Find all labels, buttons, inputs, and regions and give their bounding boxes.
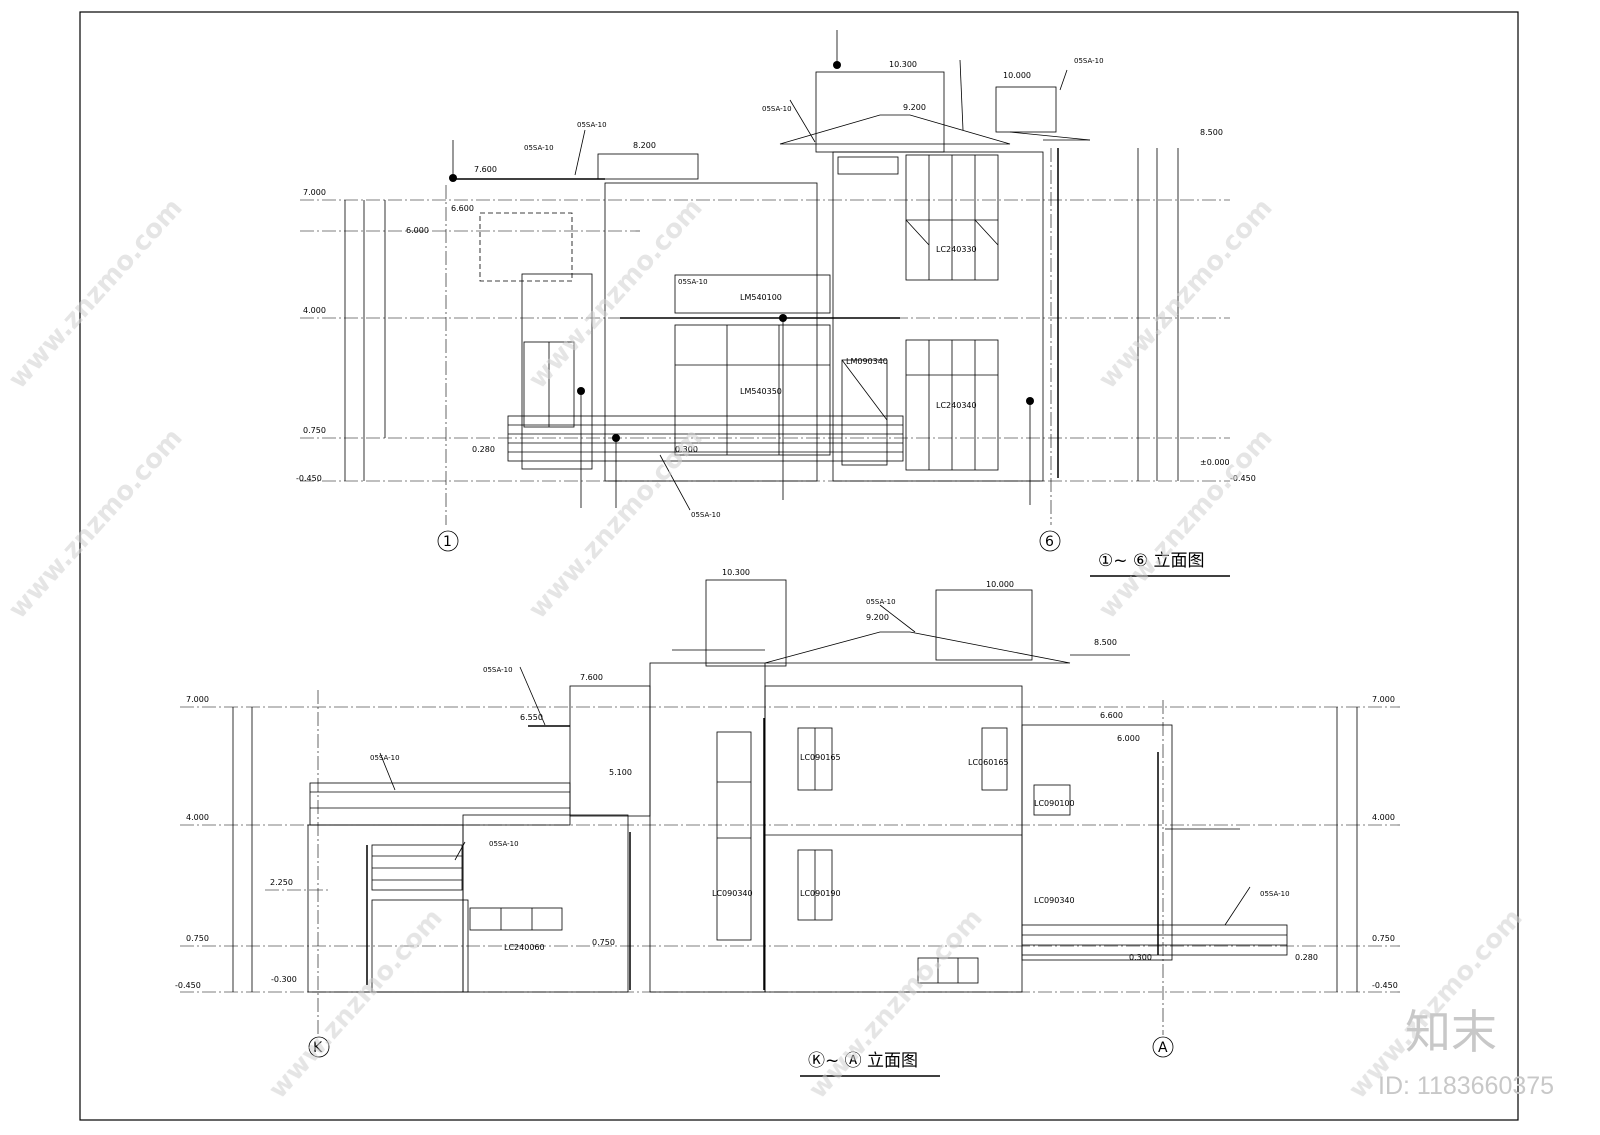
sheet-border <box>79 11 1519 1121</box>
svg-text:10.300: 10.300 <box>722 568 750 577</box>
svg-text:05SA-10: 05SA-10 <box>370 754 400 762</box>
top-elevation-labels: 7.000 6.000 4.000 0.750 -0.450 7.600 8.2… <box>296 57 1256 571</box>
svg-text:6.550: 6.550 <box>520 713 543 722</box>
svg-text:LC060165: LC060165 <box>968 758 1009 767</box>
svg-text:7.600: 7.600 <box>580 673 603 682</box>
svg-text:05SA-10: 05SA-10 <box>1260 890 1290 898</box>
svg-text:-0.450: -0.450 <box>1230 474 1256 483</box>
brand-watermark: 知末 <box>1405 1005 1497 1059</box>
svg-text:www.znzmo.com: www.znzmo.com <box>1093 423 1279 625</box>
svg-text:A: A <box>1158 1040 1168 1056</box>
svg-text:6.600: 6.600 <box>1100 711 1123 720</box>
svg-text:7.000: 7.000 <box>1372 695 1395 704</box>
bottom-elevation <box>180 579 1400 1077</box>
svg-text:www.znzmo.com: www.znzmo.com <box>803 903 989 1105</box>
bottom-elevation-labels: 7.000 4.000 2.250 0.750 -0.450 -0.300 7.… <box>175 568 1398 1071</box>
svg-text:8.200: 8.200 <box>633 141 656 150</box>
svg-text:0.300: 0.300 <box>675 445 698 454</box>
svg-text:-0.450: -0.450 <box>1372 981 1398 990</box>
svg-text:05SA-10: 05SA-10 <box>678 278 708 286</box>
top-elevation <box>300 30 1230 577</box>
svg-text:LC240340: LC240340 <box>936 401 977 410</box>
svg-text:05SA-10: 05SA-10 <box>866 598 896 606</box>
svg-text:LC090165: LC090165 <box>800 753 841 762</box>
svg-text:0.300: 0.300 <box>1129 953 1152 962</box>
svg-text:LM540350: LM540350 <box>740 387 782 396</box>
svg-text:www.znzmo.com: www.znzmo.com <box>263 903 449 1105</box>
top-elevation-title: ①~ ⑥ 立面图 <box>1098 551 1205 571</box>
svg-text:05SA-10: 05SA-10 <box>762 105 792 113</box>
svg-text:LC240330: LC240330 <box>936 245 977 254</box>
svg-text:6.000: 6.000 <box>406 226 429 235</box>
svg-text:LC090340: LC090340 <box>712 889 753 898</box>
svg-text:0.750: 0.750 <box>592 938 615 947</box>
svg-text:10.000: 10.000 <box>986 580 1014 589</box>
svg-text:LM540100: LM540100 <box>740 293 782 302</box>
svg-text:±0.000: ±0.000 <box>1200 458 1230 467</box>
svg-text:6.000: 6.000 <box>1117 734 1140 743</box>
image-id-watermark: ID: 1183660375 <box>1378 1072 1554 1100</box>
svg-text:LC240060: LC240060 <box>504 943 545 952</box>
svg-text:05SA-10: 05SA-10 <box>577 121 607 129</box>
svg-text:-0.300: -0.300 <box>271 975 297 984</box>
svg-text:9.200: 9.200 <box>866 613 889 622</box>
svg-text:5.100: 5.100 <box>609 768 632 777</box>
svg-text:4.000: 4.000 <box>186 813 209 822</box>
svg-text:www.znzmo.com: www.znzmo.com <box>1093 193 1279 395</box>
svg-text:05SA-10: 05SA-10 <box>489 840 519 848</box>
svg-text:LC090340: LC090340 <box>1034 896 1075 905</box>
svg-text:K: K <box>313 1040 323 1056</box>
svg-text:1: 1 <box>443 534 452 550</box>
svg-text:9.200: 9.200 <box>903 103 926 112</box>
svg-text:8.500: 8.500 <box>1200 128 1223 137</box>
svg-text:0.280: 0.280 <box>472 445 495 454</box>
svg-text:LM090340: LM090340 <box>846 357 888 366</box>
watermarks: www.znzmo.com www.znzmo.com www.znzmo.co… <box>3 193 1529 1105</box>
svg-text:www.znzmo.com: www.znzmo.com <box>3 423 189 625</box>
svg-text:-0.450: -0.450 <box>175 981 201 990</box>
svg-text:05SA-10: 05SA-10 <box>524 144 554 152</box>
svg-text:05SA-10: 05SA-10 <box>483 666 513 674</box>
svg-text:4.000: 4.000 <box>303 306 326 315</box>
svg-text:0.750: 0.750 <box>186 934 209 943</box>
svg-text:0.750: 0.750 <box>1372 934 1395 943</box>
svg-text:7.000: 7.000 <box>186 695 209 704</box>
svg-text:www.znzmo.com: www.znzmo.com <box>3 193 189 395</box>
svg-text:10.300: 10.300 <box>889 60 917 69</box>
svg-text:7.000: 7.000 <box>303 188 326 197</box>
svg-text:6.600: 6.600 <box>451 204 474 213</box>
svg-text:-0.450: -0.450 <box>296 474 322 483</box>
svg-text:6: 6 <box>1045 534 1054 550</box>
svg-text:0.280: 0.280 <box>1295 953 1318 962</box>
svg-text:7.600: 7.600 <box>474 165 497 174</box>
svg-text:05SA-10: 05SA-10 <box>1074 57 1104 65</box>
svg-text:LC090100: LC090100 <box>1034 799 1075 808</box>
svg-text:8.500: 8.500 <box>1094 638 1117 647</box>
svg-text:LC090190: LC090190 <box>800 889 841 898</box>
svg-text:0.750: 0.750 <box>303 426 326 435</box>
svg-text:4.000: 4.000 <box>1372 813 1395 822</box>
svg-text:2.250: 2.250 <box>270 878 293 887</box>
bottom-elevation-title: Ⓚ~ Ⓐ 立面图 <box>808 1051 918 1071</box>
svg-text:www.znzmo.com: www.znzmo.com <box>523 193 709 395</box>
svg-text:10.000: 10.000 <box>1003 71 1031 80</box>
svg-text:05SA-10: 05SA-10 <box>691 511 721 519</box>
